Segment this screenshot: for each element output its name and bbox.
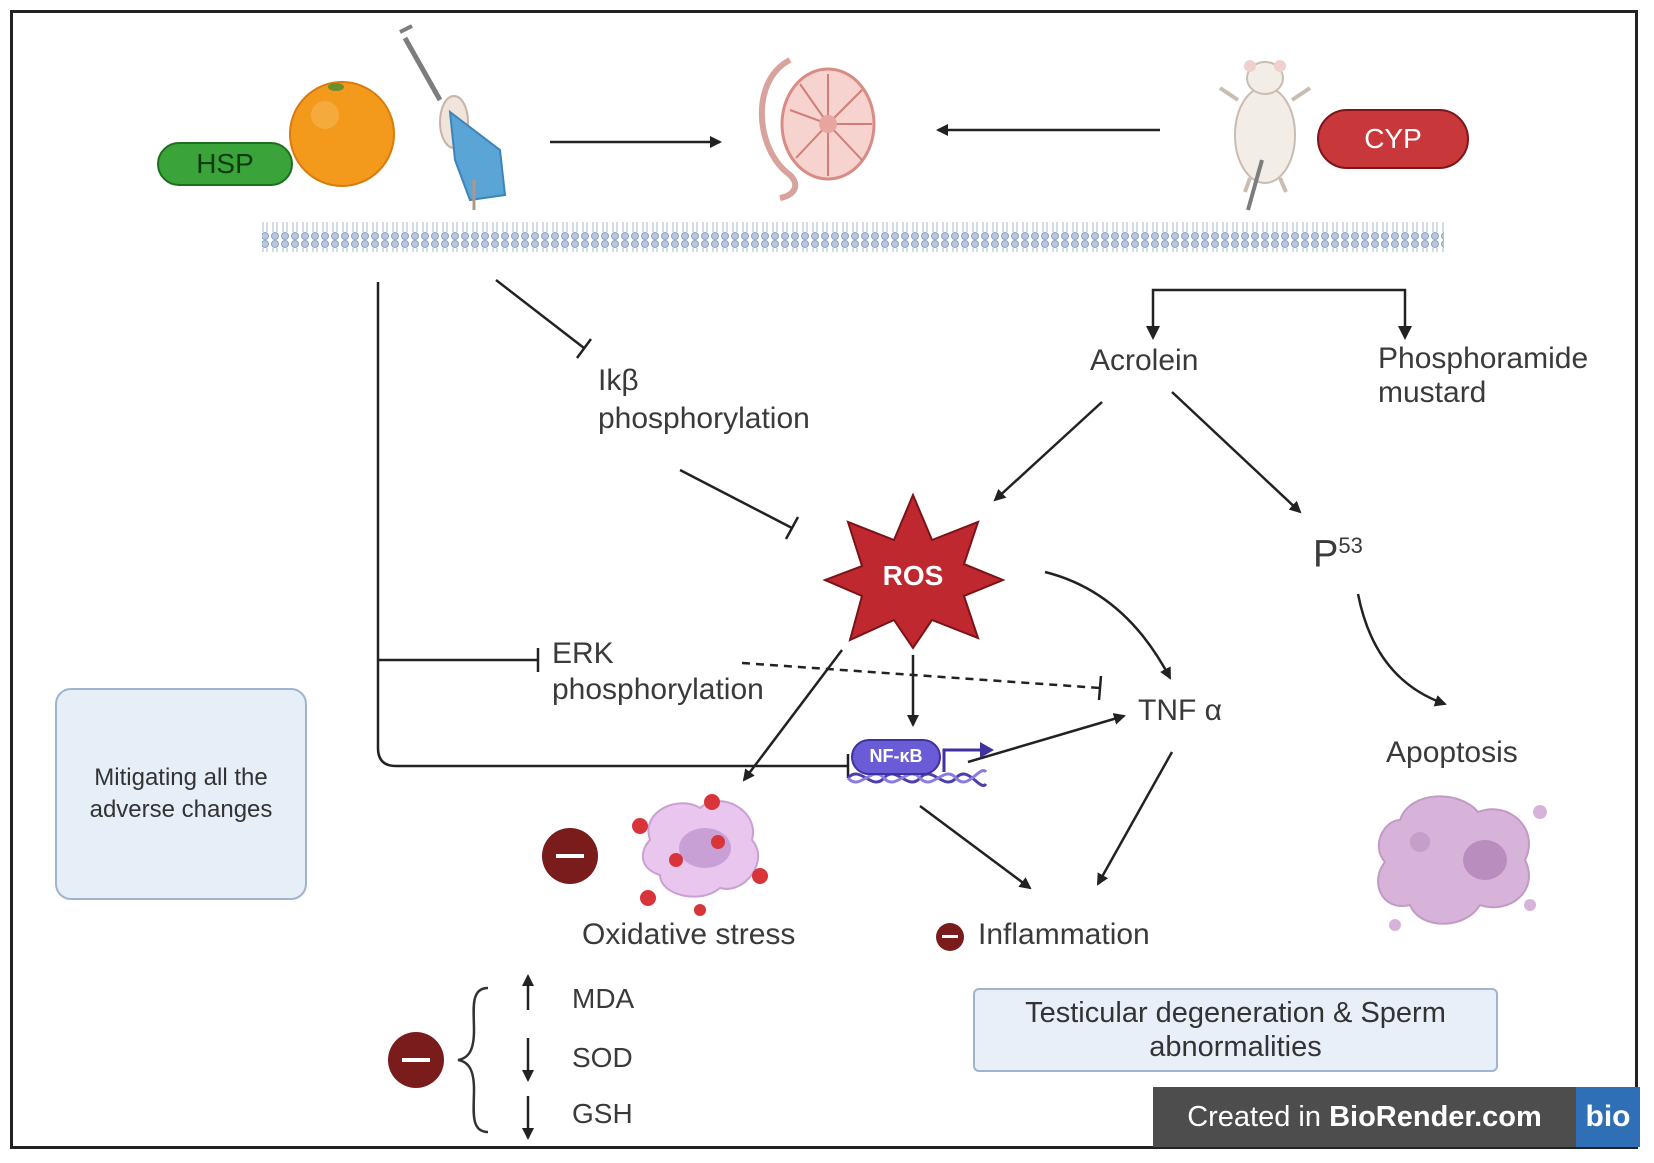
hsp-pill xyxy=(157,142,293,186)
cyp-label: CYP xyxy=(1364,123,1422,154)
p53-base: P xyxy=(1313,533,1339,576)
apoptotic-cell-icon xyxy=(1377,795,1547,931)
arrow-tnf-to-inflammation xyxy=(1096,751,1174,886)
biorender-logo-icon: bio xyxy=(1576,1087,1640,1147)
minus-circle-markers xyxy=(388,1032,444,1088)
minus-circle-oxidative xyxy=(542,828,598,884)
apoptosis-label: Apoptosis xyxy=(1386,736,1518,769)
testicular-degeneration-box: Testicular degeneration & Sperm abnormal… xyxy=(973,988,1498,1072)
biorender-watermark: Created in BioRender.com bio xyxy=(1153,1087,1640,1147)
arrow-nfkb-to-inflammation xyxy=(919,804,1032,890)
arrow-acrolein-to-ros xyxy=(993,401,1103,502)
biorender-brand: BioRender.com xyxy=(1329,1100,1542,1133)
mitigating-box: Mitigating all the adverse changes xyxy=(55,688,307,900)
p53-label: P53 xyxy=(1313,533,1363,577)
testis-icon xyxy=(758,57,876,201)
sod-label: SOD xyxy=(572,1042,633,1073)
inflammation-label: Inflammation xyxy=(978,918,1150,951)
cyp-pill xyxy=(1317,109,1469,169)
markers-brace xyxy=(457,986,489,1134)
ikb-inhibits-ros xyxy=(679,468,800,540)
arrow-p53-to-apoptosis xyxy=(1356,593,1447,707)
arrow-nfkb-to-tnf xyxy=(967,713,1126,764)
mda-label: MDA xyxy=(572,983,635,1014)
phosphoramide-label: Phosphoramide mustard xyxy=(1378,342,1589,409)
nfkb-label: NF-κB xyxy=(869,746,923,766)
erk-inhibits-tnf xyxy=(741,661,1103,701)
gsh-label: GSH xyxy=(572,1098,633,1129)
arrow-ros-to-tnf xyxy=(1044,570,1172,680)
biorender-prefix: Created in xyxy=(1187,1100,1330,1133)
injection-hand-icon xyxy=(399,24,507,210)
nfkb-dna-icon xyxy=(846,739,994,787)
cell-membrane xyxy=(262,222,1444,252)
biorender-text: Created in BioRender.com xyxy=(1153,1087,1576,1147)
erk-phosphorylation-label: ERK phosphorylation xyxy=(552,637,764,706)
arrow-ros-to-oxidative xyxy=(742,649,843,782)
hsp-label: HSP xyxy=(196,148,254,179)
ikb-phosphorylation-label: Ikβ phosphorylation xyxy=(598,364,810,435)
tnf-label: TNF α xyxy=(1138,694,1222,727)
orange-fruit-icon xyxy=(289,81,395,187)
acrolein-label: Acrolein xyxy=(1090,344,1199,377)
oxidative-stress-label: Oxidative stress xyxy=(582,918,796,951)
ros-burst-icon xyxy=(822,492,1006,650)
mouse-icon xyxy=(1218,60,1312,211)
hsp-inhibition-lines xyxy=(376,279,850,778)
cyp-split-arrows xyxy=(1146,288,1412,340)
p53-superscript: 53 xyxy=(1338,533,1363,558)
minus-circle-inflammation xyxy=(936,923,964,951)
ros-label: ROS xyxy=(882,560,944,591)
arrow-acrolein-to-p53 xyxy=(1171,391,1302,514)
oxidative-stress-cell-icon xyxy=(632,794,768,916)
